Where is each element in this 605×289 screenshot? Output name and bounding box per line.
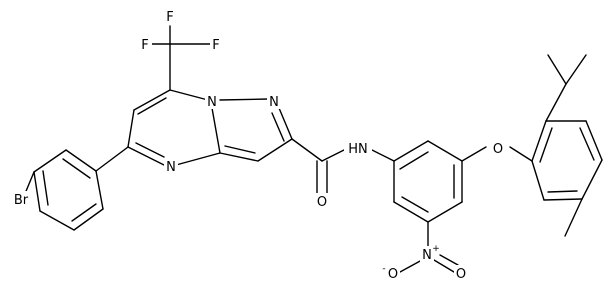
svg-text:F: F	[212, 38, 219, 53]
svg-text:N: N	[166, 160, 176, 175]
bond-ring2-1-double	[539, 127, 553, 163]
bond-phenyl-4	[39, 210, 75, 231]
atom-n-ring1: N	[205, 93, 219, 110]
bond-c7-n1	[169, 89, 209, 101]
bond-ring2-3-double	[579, 127, 595, 161]
bond-aryl-2	[427, 140, 463, 162]
atom-br: Br	[9, 191, 34, 208]
bond-nitro-o-right	[433, 259, 455, 273]
bond-o-aryl2	[509, 146, 533, 162]
bond-ring2-5	[543, 198, 583, 201]
bond-carbonyl-n	[321, 148, 347, 162]
bond-ring2-6	[531, 160, 545, 201]
bond-ring2-methyl	[564, 198, 583, 237]
svg-text:O: O	[456, 267, 466, 282]
bond-n2-c2	[278, 107, 293, 140]
bond-aryl-4	[427, 201, 463, 223]
svg-text:N: N	[422, 248, 432, 263]
bond-n1-n2	[219, 98, 269, 101]
amide-nh-label: HN	[348, 142, 368, 157]
svg-text:O: O	[317, 195, 327, 210]
svg-text:N: N	[269, 95, 279, 110]
svg-text:Br: Br	[14, 193, 29, 208]
svg-text:O: O	[493, 142, 503, 157]
atom-o-ether: O	[491, 140, 505, 157]
atom-labels: F F F Br N N	[9, 8, 505, 282]
svg-text:F: F	[141, 38, 148, 53]
bond-c3-c3a-double	[224, 145, 256, 154]
svg-text:O: O	[388, 267, 398, 282]
bond-c6-c5	[127, 109, 135, 148]
bond-ring2-5-double	[547, 190, 578, 193]
bond-phenyl-3-double	[42, 170, 49, 206]
bond-phenyl-5-double	[71, 203, 97, 222]
bond-n-aryl	[369, 148, 395, 162]
svg-text:+: +	[432, 244, 440, 254]
bond-c5-n4-double	[135, 142, 165, 158]
bond-phenyl-5	[73, 208, 104, 231]
atom-o-nitro-right: O	[454, 265, 468, 282]
atom-n-ring3: N	[164, 158, 178, 175]
atom-f2: F	[210, 36, 223, 53]
bond-c5-n4	[127, 146, 165, 166]
bond-ring2-isopropyl	[545, 83, 567, 122]
bond-isopropyl-me1	[547, 54, 567, 85]
bond-c5-phenyl	[95, 146, 129, 172]
bond-phenyl-1	[65, 149, 97, 172]
atom-n-ring2: N	[267, 93, 281, 110]
bond-nitro-o-top	[399, 259, 423, 273]
bond-ring2-3	[585, 120, 603, 161]
bond-nitro-o-right-double	[439, 254, 459, 266]
bond-aryl-o	[461, 146, 487, 162]
atom-nh-amide: HN	[344, 140, 372, 157]
bond-c3-c3a	[219, 152, 259, 162]
bond-aryl-5-double	[401, 196, 429, 213]
bond-c3a-n1	[211, 107, 221, 154]
bond-phenyl-3	[33, 171, 41, 212]
bond-aryl-5	[393, 201, 429, 223]
svg-text:N: N	[207, 95, 217, 110]
atom-o-nitro-top: O -	[382, 264, 400, 282]
atom-o-carbonyl: O	[315, 193, 329, 210]
bond-n4-c3a	[175, 152, 221, 166]
bonds	[23, 25, 603, 273]
bond-phenyl-6	[95, 170, 104, 210]
bond-aryl-1	[393, 140, 429, 162]
svg-text:F: F	[166, 10, 173, 25]
atom-f1: F	[139, 36, 152, 53]
bond-c7-c6	[133, 89, 171, 111]
bond-ring2-4	[581, 159, 603, 200]
bond-c7-c6-double	[137, 97, 167, 115]
bond-c2-carbonyl	[291, 138, 323, 162]
bond-phenyl-2	[33, 149, 67, 173]
bond-c2-c3	[257, 138, 293, 162]
bond-phenyl-1-double	[62, 158, 91, 179]
atom-n-nitro: N +	[420, 244, 440, 263]
bond-isopropyl-me2	[565, 54, 587, 85]
bond-ring2-1	[531, 120, 547, 162]
bond-aryl-1-double	[399, 151, 429, 170]
atom-f3: F	[164, 8, 177, 25]
bond-n2-c2-double	[271, 112, 285, 142]
svg-text:-: -	[382, 264, 385, 274]
